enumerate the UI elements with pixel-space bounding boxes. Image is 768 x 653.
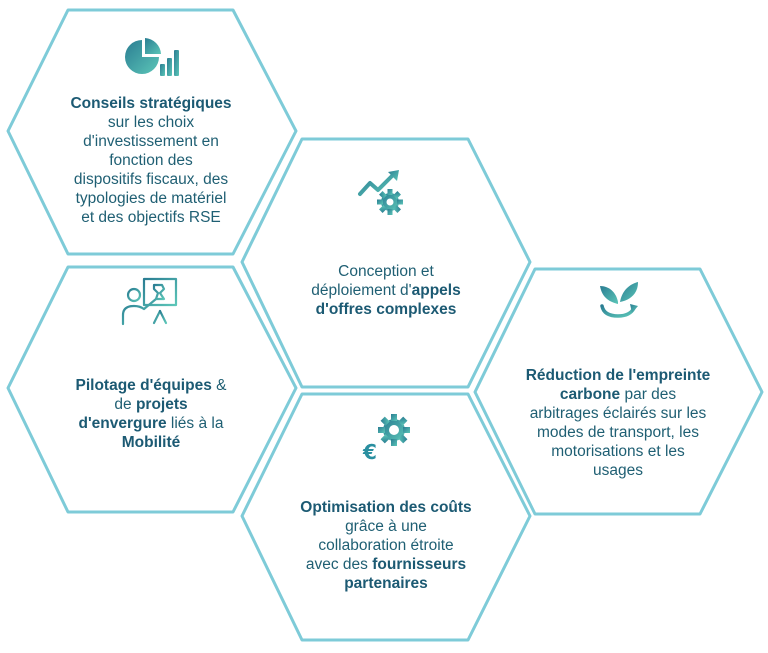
pilotage-line-1a: Pilotage d'équipes xyxy=(75,377,212,394)
hexagon-conception xyxy=(240,137,532,389)
conception-line-2a: déploiement d' xyxy=(311,282,412,299)
pilotage-line-3b: liés à la xyxy=(166,415,224,432)
conseils-line-6: et des objectifs RSE xyxy=(81,209,221,226)
pie-bar-chart-icon xyxy=(125,38,179,76)
cell-reduction-text: Réduction de l'empreinte carbone par des… xyxy=(500,366,736,480)
presenter-board-icon xyxy=(121,277,178,326)
optimisation-line-5: partenaires xyxy=(344,575,428,592)
conception-line-1: Conception et xyxy=(338,263,434,280)
euro-gear-icon: € xyxy=(362,414,410,462)
conception-line-2b: appels xyxy=(411,282,461,299)
conseils-line-4: dispositifs fiscaux, des xyxy=(73,171,229,188)
pilotage-line-2a: de xyxy=(114,396,136,413)
conseils-line-5: typologies de matériel xyxy=(75,190,227,207)
hexagon-pilotage xyxy=(6,265,298,514)
optimisation-line-2: grâce à une xyxy=(345,518,427,535)
optimisation-line-1: Optimisation des coûts xyxy=(300,499,472,516)
trend-arrow-gear-icon xyxy=(358,170,403,215)
pilotage-line-4: Mobilité xyxy=(121,434,181,451)
conseils-line-3: fonction des xyxy=(109,152,193,169)
reduction-line-3: arbitrages éclairés sur les xyxy=(529,405,707,422)
reduction-line-5: motorisations et les xyxy=(551,443,685,460)
hexagon-optimisation xyxy=(240,392,532,642)
optimisation-line-4b: fournisseurs xyxy=(372,556,467,573)
sprout-recycle-icon xyxy=(600,282,638,318)
optimisation-line-4a: avec des xyxy=(305,556,373,573)
hexagon-reduction xyxy=(473,267,764,516)
pilotage-line-3a: d'envergure xyxy=(78,415,167,432)
reduction-line-1: Réduction de l'empreinte xyxy=(525,367,711,384)
hexagon-conseils xyxy=(6,8,298,256)
cell-conseils-text: Conseils stratégiques sur les choix d'in… xyxy=(40,94,262,227)
conseils-line-2: d'investissement en xyxy=(83,133,219,150)
conception-line-3: d'offres complexes xyxy=(315,301,457,318)
cell-conception-text: Conception et déploiement d'appels d'off… xyxy=(270,262,502,319)
conseils-line-1: sur les choix xyxy=(107,114,195,131)
pilotage-line-2b: projets xyxy=(135,396,188,413)
cell-pilotage-text: Pilotage d'équipes & de projets d'enverg… xyxy=(36,376,266,452)
svg-text:€: € xyxy=(362,440,377,462)
reduction-line-2a: carbone xyxy=(559,386,621,403)
cell-optimisation-text: Optimisation des coûts grâce à une colla… xyxy=(270,498,502,593)
optimisation-line-3: collaboration étroite xyxy=(318,537,454,554)
reduction-line-4: modes de transport, les xyxy=(537,424,699,441)
reduction-line-2b: par des xyxy=(620,386,677,403)
reduction-line-6: usages xyxy=(593,462,643,479)
pilotage-line-1b: & xyxy=(211,377,227,394)
conseils-title: Conseils stratégiques xyxy=(70,95,232,112)
